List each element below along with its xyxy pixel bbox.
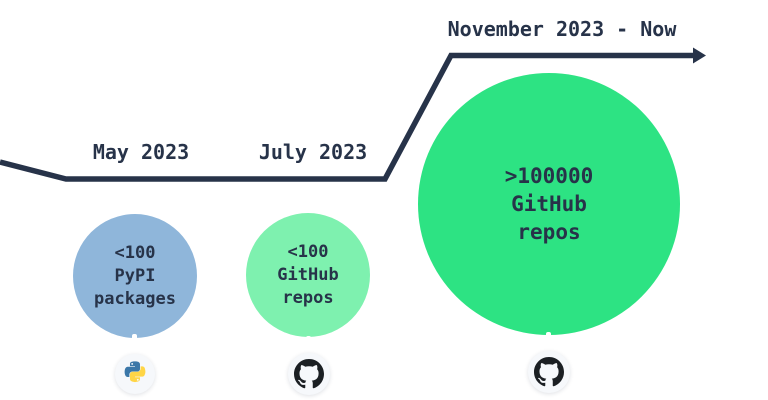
bubble-line: repos: [282, 287, 334, 308]
date-label-november-2023-now: November 2023 - Now: [447, 17, 677, 41]
connector-stem: [306, 336, 311, 358]
github-icon: [294, 359, 324, 389]
bubble-line: <100: [114, 242, 156, 263]
github-badge: [528, 351, 570, 393]
bubble-pypi-packages: <100 PyPI packages: [73, 214, 197, 338]
connector-stem: [132, 334, 137, 358]
bubble-line: GitHub: [277, 264, 339, 285]
connector-stem: [546, 332, 551, 356]
bubble-line: packages: [94, 288, 176, 309]
arrow-right-icon: [693, 47, 706, 64]
bubble-github-repos-big: >100000 GitHub repos: [418, 73, 680, 335]
bubble-line: repos: [517, 220, 581, 244]
github-icon: [534, 357, 564, 387]
date-label-may-2023: May 2023: [92, 140, 190, 164]
github-badge: [288, 353, 330, 395]
python-icon: [124, 361, 146, 383]
bubble-line: >100000: [504, 164, 594, 188]
date-label-july-2023: July 2023: [258, 140, 368, 164]
bubble-github-repos-small: <100 GitHub repos: [246, 213, 370, 337]
bubble-line: PyPI: [114, 265, 156, 286]
bubble-line: GitHub: [511, 192, 587, 216]
bubble-line: <100: [287, 241, 329, 262]
timeline-path: [0, 52, 695, 182]
python-badge: [115, 354, 155, 394]
